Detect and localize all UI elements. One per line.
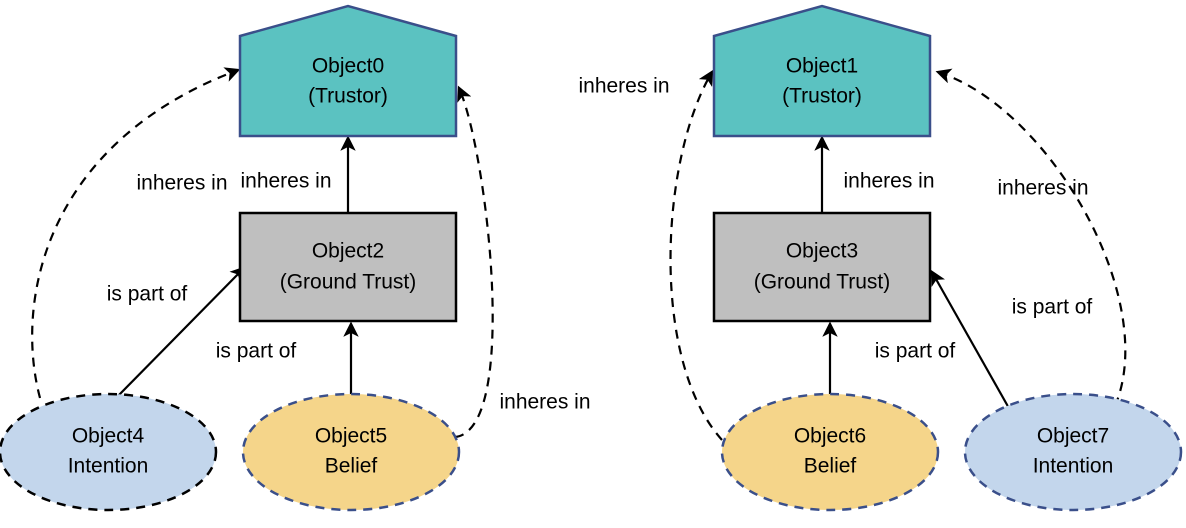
edge-label-object5-object0: inheres in (499, 391, 590, 414)
node-object1-line2: (Trustor) (782, 85, 862, 108)
edge-label-object6-object1: inheres in (578, 75, 669, 98)
node-object6[interactable]: Object6 Belief (720, 392, 940, 512)
edge-object7-object3-line (930, 269, 1011, 411)
node-object3[interactable]: Object3 (Ground Trust) (712, 211, 932, 323)
node-object0-line1: Object0 (312, 55, 384, 78)
edge-label-object3-object1: inheres in (843, 170, 934, 193)
node-object2[interactable]: Object2 (Ground Trust) (238, 211, 458, 323)
edge-object4-object2-line (117, 266, 246, 397)
node-object3-shape[interactable] (712, 211, 932, 323)
edge-label-object4-object0: inheres in (136, 172, 227, 195)
node-object5-line1: Object5 (315, 425, 387, 448)
edge-label-object7-object3: is part of (1012, 296, 1093, 319)
node-object5-shape[interactable] (241, 392, 461, 512)
edge-label-object6-object3: is part of (875, 340, 956, 363)
node-object3-line2: (Ground Trust) (754, 271, 891, 294)
node-object1-shape[interactable] (712, 4, 932, 138)
edges-right (669, 68, 1127, 441)
node-object4-line1: Object4 (72, 425, 145, 448)
node-object0[interactable]: Object0 (Trustor) (238, 4, 458, 138)
node-object1[interactable]: Object1 (Trustor) (712, 4, 932, 138)
edge-label-object7-object1: inheres in (997, 177, 1088, 200)
edge-label-object2-object0: inheres in (240, 170, 331, 193)
node-object6-line1: Object6 (794, 425, 866, 448)
node-object7[interactable]: Object7 Intention (963, 392, 1183, 512)
node-object5-line2: Belief (325, 455, 378, 478)
edge-object4-object0-line (31, 67, 241, 399)
node-object2-line1: Object2 (312, 240, 384, 263)
node-object0-shape[interactable] (238, 4, 458, 138)
node-object3-line1: Object3 (786, 240, 858, 263)
node-object7-line2: Intention (1033, 455, 1114, 478)
node-object6-line2: Belief (804, 455, 857, 478)
node-object4[interactable]: Object4 Intention (0, 392, 218, 512)
edge-label-object5-object2: is part of (216, 340, 297, 363)
edge-labels: inheres in inheres in is part of is part… (107, 75, 1093, 414)
edge-object6-object1-line (669, 69, 723, 441)
node-object7-line1: Object7 (1037, 425, 1109, 448)
edges-left (31, 67, 494, 439)
node-object7-shape[interactable] (963, 392, 1183, 512)
node-object2-shape[interactable] (238, 211, 458, 323)
node-object5[interactable]: Object5 Belief (241, 392, 461, 512)
edge-object7-object1-line (935, 68, 1127, 407)
node-object2-line2: (Ground Trust) (280, 271, 417, 294)
edge-label-object4-object2: is part of (107, 283, 188, 306)
node-object4-line2: Intention (68, 455, 149, 478)
node-object4-shape[interactable] (0, 392, 218, 512)
node-object0-line2: (Trustor) (308, 85, 388, 108)
node-object1-line1: Object1 (786, 55, 858, 78)
node-object6-shape[interactable] (720, 392, 940, 512)
edge-object5-object0-line (454, 85, 494, 439)
